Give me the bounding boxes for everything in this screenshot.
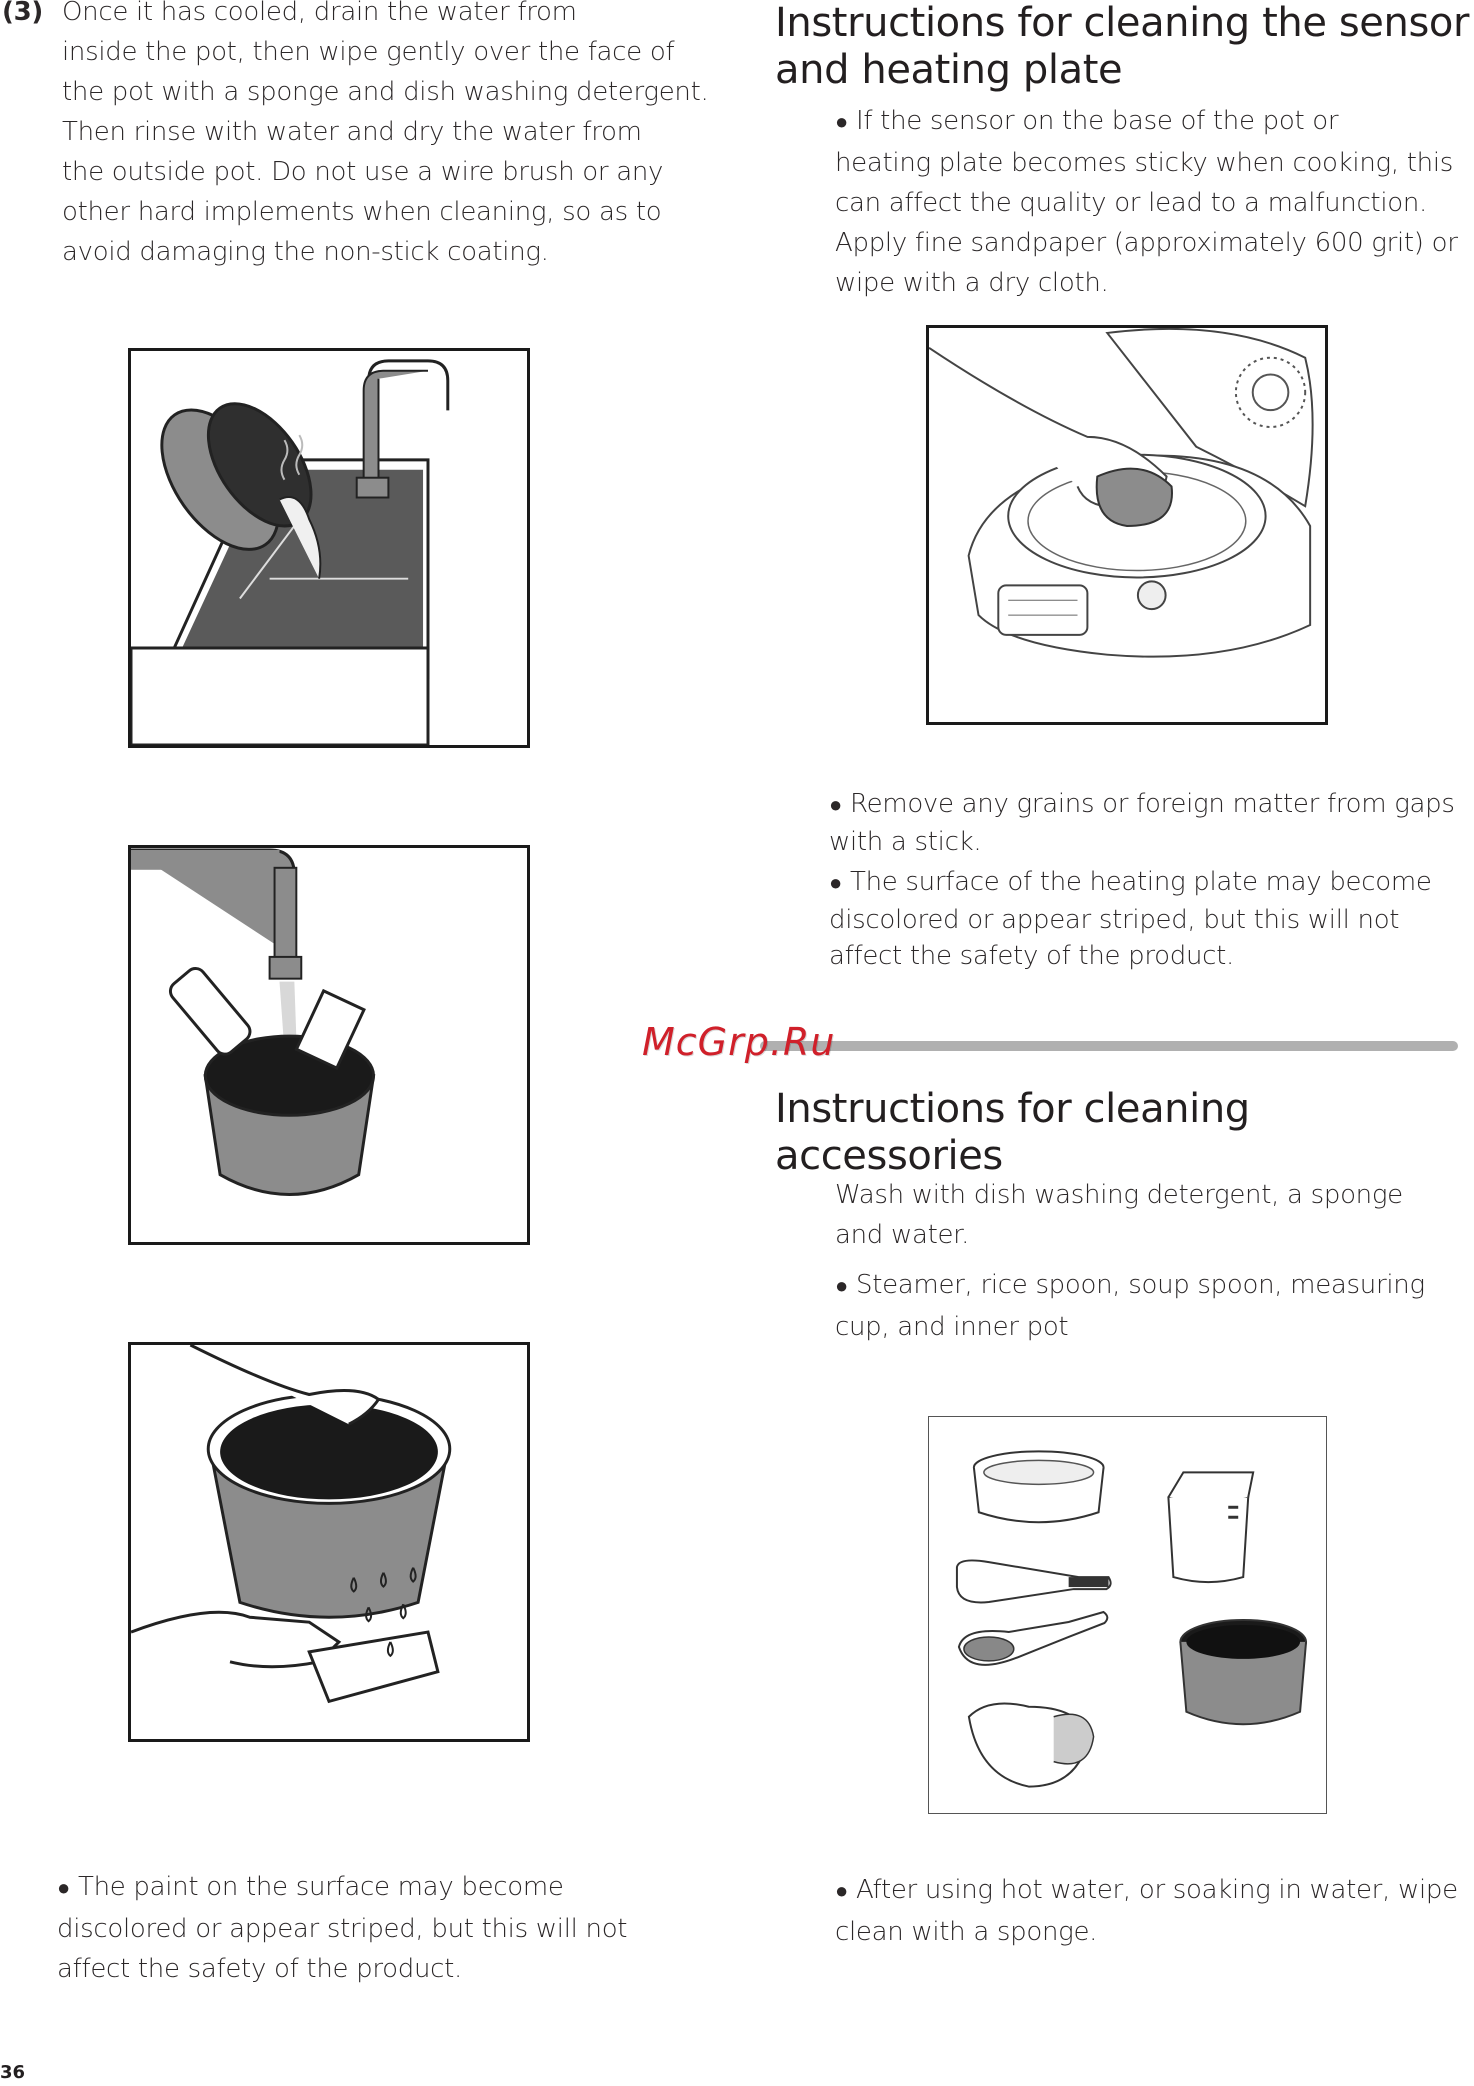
sensor-heading-line: Instructions for cleaning the sensor <box>775 0 1470 46</box>
accessories-bullet-1-line: cup, and inner pot <box>835 1312 1069 1342</box>
accessories-intro-line: and water. <box>835 1220 970 1250</box>
illustration-drain-pot <box>128 348 530 748</box>
step-3-line: the outside pot. Do not use a wire brush… <box>62 157 664 187</box>
illustration-accessories <box>928 1416 1327 1814</box>
step-3-line: inside the pot, then wipe gently over th… <box>62 37 675 67</box>
sensor-bullet-2-line: with a stick. <box>829 827 982 857</box>
sensor-bullet-1-line: wipe with a dry cloth. <box>835 268 1109 298</box>
illustration-wipe-pot <box>128 1342 530 1742</box>
watermark: McGrp.Ru <box>642 1020 836 1064</box>
accessories-bullet-2-line: clean with a sponge. <box>835 1917 1098 1947</box>
sensor-bullet-1-line: Apply fine sandpaper (approximately 600 … <box>835 228 1458 258</box>
step-3-line: other hard implements when cleaning, so … <box>62 197 662 227</box>
sensor-bullet-2: Remove any grains or foreign matter from… <box>829 786 1469 860</box>
rinse-pot-drawing <box>131 848 376 1196</box>
sensor-heading-line: and heating plate <box>775 47 1123 93</box>
illustration-rinse-pot <box>128 845 530 1245</box>
sensor-bullet-2-line: Remove any grains or foreign matter from… <box>829 786 1469 824</box>
accessories-bullet-2: After using hot water, or soaking in wat… <box>835 1870 1474 1952</box>
sensor-bullet-1-line: heating plate becomes sticky when cookin… <box>835 148 1453 178</box>
sensor-bullet-3-line: affect the safety of the product. <box>829 941 1235 971</box>
step-3-text: Once it has cooled, drain the water from… <box>62 0 722 272</box>
step-3-line: the pot with a sponge and dish washing d… <box>62 77 709 107</box>
sensor-bullet-3-line: discolored or appear striped, but this w… <box>829 905 1400 935</box>
wipe-pot-drawing <box>131 1345 452 1704</box>
sensor-bullet-1: If the sensor on the base of the pot or … <box>835 101 1474 303</box>
accessories-bullet-2-line: After using hot water, or soaking in wat… <box>835 1870 1474 1912</box>
accessories-intro-line: Wash with dish washing detergent, a spon… <box>835 1180 1403 1210</box>
left-note-line: The paint on the surface may become <box>57 1867 697 1909</box>
illustration-clean-heating-plate <box>926 325 1328 725</box>
page-number: 36 <box>0 2062 26 2083</box>
left-note-line: affect the safety of the product. <box>57 1954 463 1984</box>
accessories-intro: Wash with dish washing detergent, a spon… <box>835 1175 1474 1255</box>
accessories-drawing <box>955 1450 1308 1788</box>
accessories-heading: Instructions for cleaning accessories <box>775 1086 1250 1179</box>
sensor-bullet-3: The surface of the heating plate may bec… <box>829 864 1469 974</box>
sensor-bullet-1-line: If the sensor on the base of the pot or <box>835 101 1474 143</box>
step-3-line: Once it has cooled, drain the water from <box>62 0 577 27</box>
accessories-bullet-1: Steamer, rice spoon, soup spoon, measuri… <box>835 1265 1474 1347</box>
section-divider <box>760 1041 1458 1051</box>
sensor-heading: Instructions for cleaning the sensor and… <box>775 0 1474 94</box>
step-3-line: Then rinse with water and dry the water … <box>62 117 642 147</box>
step-3-line: avoid damaging the non-stick coating. <box>62 237 549 267</box>
cooker-drawing <box>929 328 1314 658</box>
left-note: The paint on the surface may become disc… <box>57 1867 697 1989</box>
left-note-line: discolored or appear striped, but this w… <box>57 1914 628 1944</box>
sensor-bullet-1-line: can affect the quality or lead to a malf… <box>835 188 1428 218</box>
step-number: (3) <box>2 0 43 27</box>
sensor-bullet-3-line: The surface of the heating plate may bec… <box>829 864 1469 902</box>
accessories-bullet-1-line: Steamer, rice spoon, soup spoon, measuri… <box>835 1265 1474 1307</box>
drain-pot-drawing <box>131 359 450 745</box>
